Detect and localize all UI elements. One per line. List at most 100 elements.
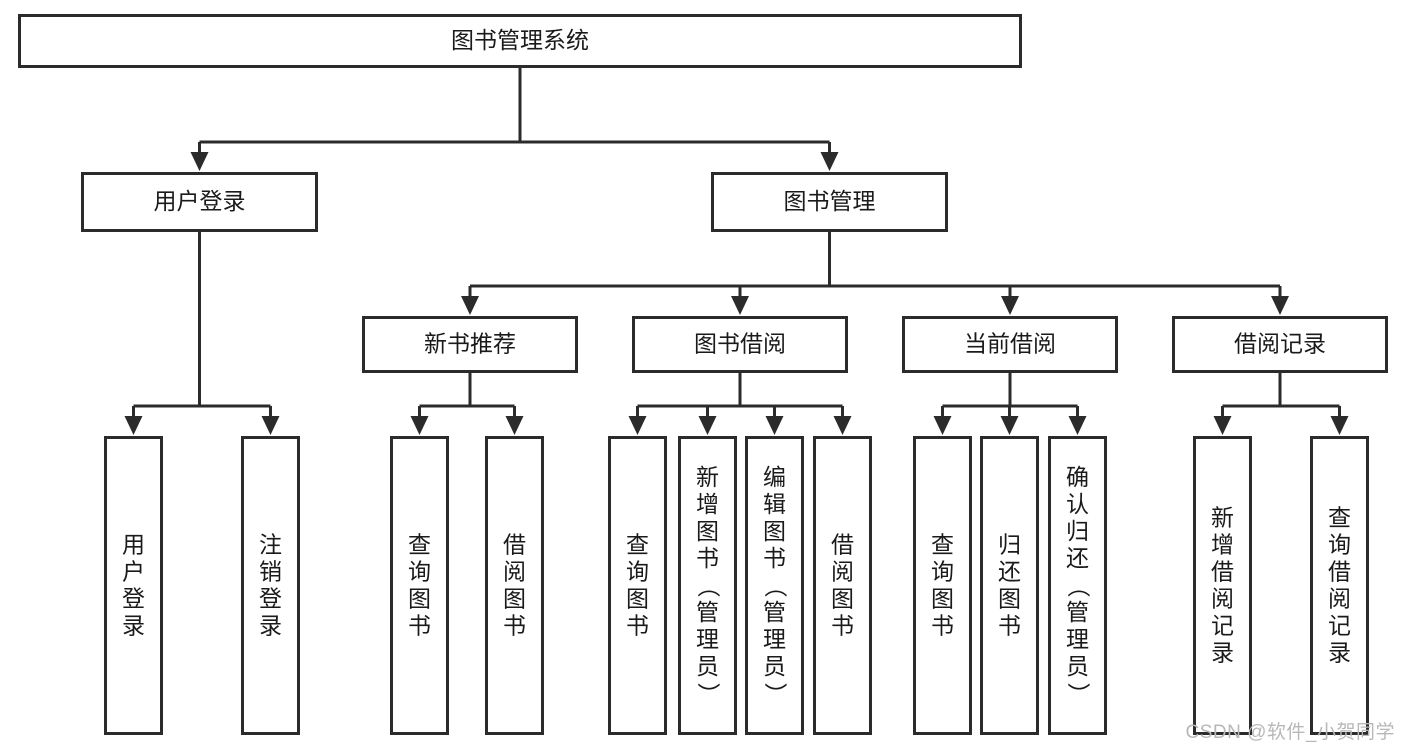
node-label-leaf-add-book-char-4: （ [696, 575, 722, 598]
node-label-leaf-query-book-cur-char-2: 图 [931, 586, 954, 612]
node-label-current-borrow: 当前借阅 [964, 331, 1056, 357]
node-label-leaf-borrow-book-rec-char-2: 图 [503, 586, 526, 612]
arrow-head-icon [1001, 296, 1019, 315]
node-label-leaf-query-book-cur-char-0: 查 [931, 532, 954, 558]
node-label-leaf-add-record-char-4: 记 [1211, 613, 1234, 639]
connector-group-borrow-record [1213, 373, 1349, 435]
arrow-head-icon [1271, 296, 1289, 315]
node-box-root [18, 14, 1022, 68]
node-label-leaf-add-book-char-2: 图 [696, 518, 719, 544]
node-label-leaf-logout-char-0: 注 [259, 532, 282, 558]
node-new-book-recommend[interactable]: 新书推荐 [362, 316, 578, 373]
node-box-leaf-user-login [104, 436, 163, 735]
node-user-login[interactable]: 用户登录 [81, 172, 318, 232]
node-box-user-login [81, 172, 318, 232]
node-box-new-book-recommend [362, 316, 578, 373]
node-label-book-manage: 图书管理 [784, 188, 876, 214]
node-label-leaf-return-book-char-3: 书 [998, 613, 1021, 639]
node-borrow-record[interactable]: 借阅记录 [1172, 316, 1388, 373]
node-label-leaf-query-book-cur-char-3: 书 [931, 613, 954, 639]
node-current-borrow[interactable]: 当前借阅 [902, 316, 1118, 373]
node-label-leaf-add-book-char-3: 书 [696, 545, 719, 571]
csdn-watermark: CSDN @软件_小贺同学 [1185, 722, 1395, 743]
node-label-leaf-edit-book-char-7: 员 [763, 653, 786, 679]
node-label-user-login: 用户登录 [154, 188, 246, 214]
node-book-manage[interactable]: 图书管理 [711, 172, 948, 232]
arrow-head-icon [124, 416, 143, 435]
node-box-book-manage [711, 172, 948, 232]
node-root[interactable]: 图书管理系统 [18, 14, 1022, 68]
node-label-leaf-add-record-char-1: 增 [1211, 532, 1234, 558]
node-label-leaf-query-book-rec-char-2: 图 [408, 586, 431, 612]
arrow-head-icon [731, 296, 749, 315]
node-box-leaf-query-book-borrow [608, 436, 667, 735]
arrow-head-icon [933, 416, 952, 435]
node-label-leaf-borrow-book-char-2: 图 [831, 586, 854, 612]
arrow-head-icon [1330, 416, 1349, 435]
node-label-leaf-user-login-char-1: 户 [122, 559, 145, 585]
node-label-leaf-query-record-char-5: 录 [1328, 640, 1351, 666]
connector-layer [124, 68, 1349, 435]
node-label-leaf-confirm-return-char-5: 管 [1066, 599, 1089, 625]
node-label-leaf-query-book-rec-char-0: 查 [408, 532, 431, 558]
node-box-leaf-confirm-return [1048, 436, 1107, 735]
node-label-leaf-borrow-book-rec-char-1: 阅 [503, 559, 526, 585]
node-label-leaf-confirm-return-char-2: 归 [1066, 518, 1089, 544]
node-box-leaf-query-record [1310, 436, 1369, 735]
node-book-borrow[interactable]: 图书借阅 [632, 316, 848, 373]
node-label-leaf-edit-book-char-2: 图 [763, 518, 786, 544]
node-label-leaf-add-book-char-7: 员 [696, 653, 719, 679]
connector-group-root [190, 68, 839, 171]
node-box-borrow-record [1172, 316, 1388, 373]
node-label-borrow-record: 借阅记录 [1234, 331, 1326, 357]
node-label-leaf-borrow-book-rec-char-3: 书 [503, 613, 526, 639]
node-label-leaf-return-book-char-0: 归 [998, 532, 1021, 558]
arrow-head-icon [410, 416, 429, 435]
node-label-leaf-confirm-return-char-3: 还 [1066, 545, 1089, 571]
node-label-leaf-edit-book-char-3: 书 [763, 545, 786, 571]
node-box-leaf-edit-book [745, 436, 804, 735]
node-label-leaf-borrow-book-rec-char-0: 借 [503, 532, 526, 558]
node-label-leaf-add-book-char-8: ） [696, 683, 722, 706]
node-label-leaf-add-book-char-0: 新 [696, 464, 719, 490]
node-label-leaf-query-record-char-4: 记 [1328, 613, 1351, 639]
arrow-head-icon [833, 416, 852, 435]
node-leaf-user-login[interactable]: 用户登录 [104, 436, 163, 735]
connector-group-book-borrow [628, 373, 852, 435]
connector-group-new-book-recommend [410, 373, 524, 435]
node-label-leaf-edit-book-char-0: 编 [763, 464, 786, 490]
node-label-leaf-query-book-rec-char-3: 书 [408, 613, 431, 639]
node-label-leaf-add-book-char-1: 增 [696, 491, 719, 517]
node-label-leaf-confirm-return-char-8: ） [1066, 683, 1092, 706]
node-label-leaf-user-login-char-0: 用 [122, 532, 145, 558]
node-label-leaf-add-record-char-0: 新 [1211, 505, 1234, 531]
node-label-leaf-query-book-borrow-char-0: 查 [626, 532, 649, 558]
arrow-head-icon [1068, 416, 1087, 435]
node-label-leaf-edit-book-char-5: 管 [763, 599, 786, 625]
node-label-leaf-query-book-borrow-char-1: 询 [626, 559, 649, 585]
node-box-current-borrow [902, 316, 1118, 373]
arrow-head-icon [261, 416, 280, 435]
node-label-leaf-add-record-char-3: 阅 [1211, 586, 1234, 612]
arrow-head-icon [628, 416, 647, 435]
arrow-head-icon [1000, 416, 1019, 435]
node-label-leaf-edit-book-char-1: 辑 [763, 491, 786, 517]
node-label-leaf-edit-book-char-4: （ [763, 575, 789, 598]
node-box-book-borrow [632, 316, 848, 373]
arrow-head-icon [820, 152, 839, 171]
node-box-leaf-return-book [980, 436, 1039, 735]
node-label-leaf-edit-book-char-6: 理 [763, 626, 786, 652]
